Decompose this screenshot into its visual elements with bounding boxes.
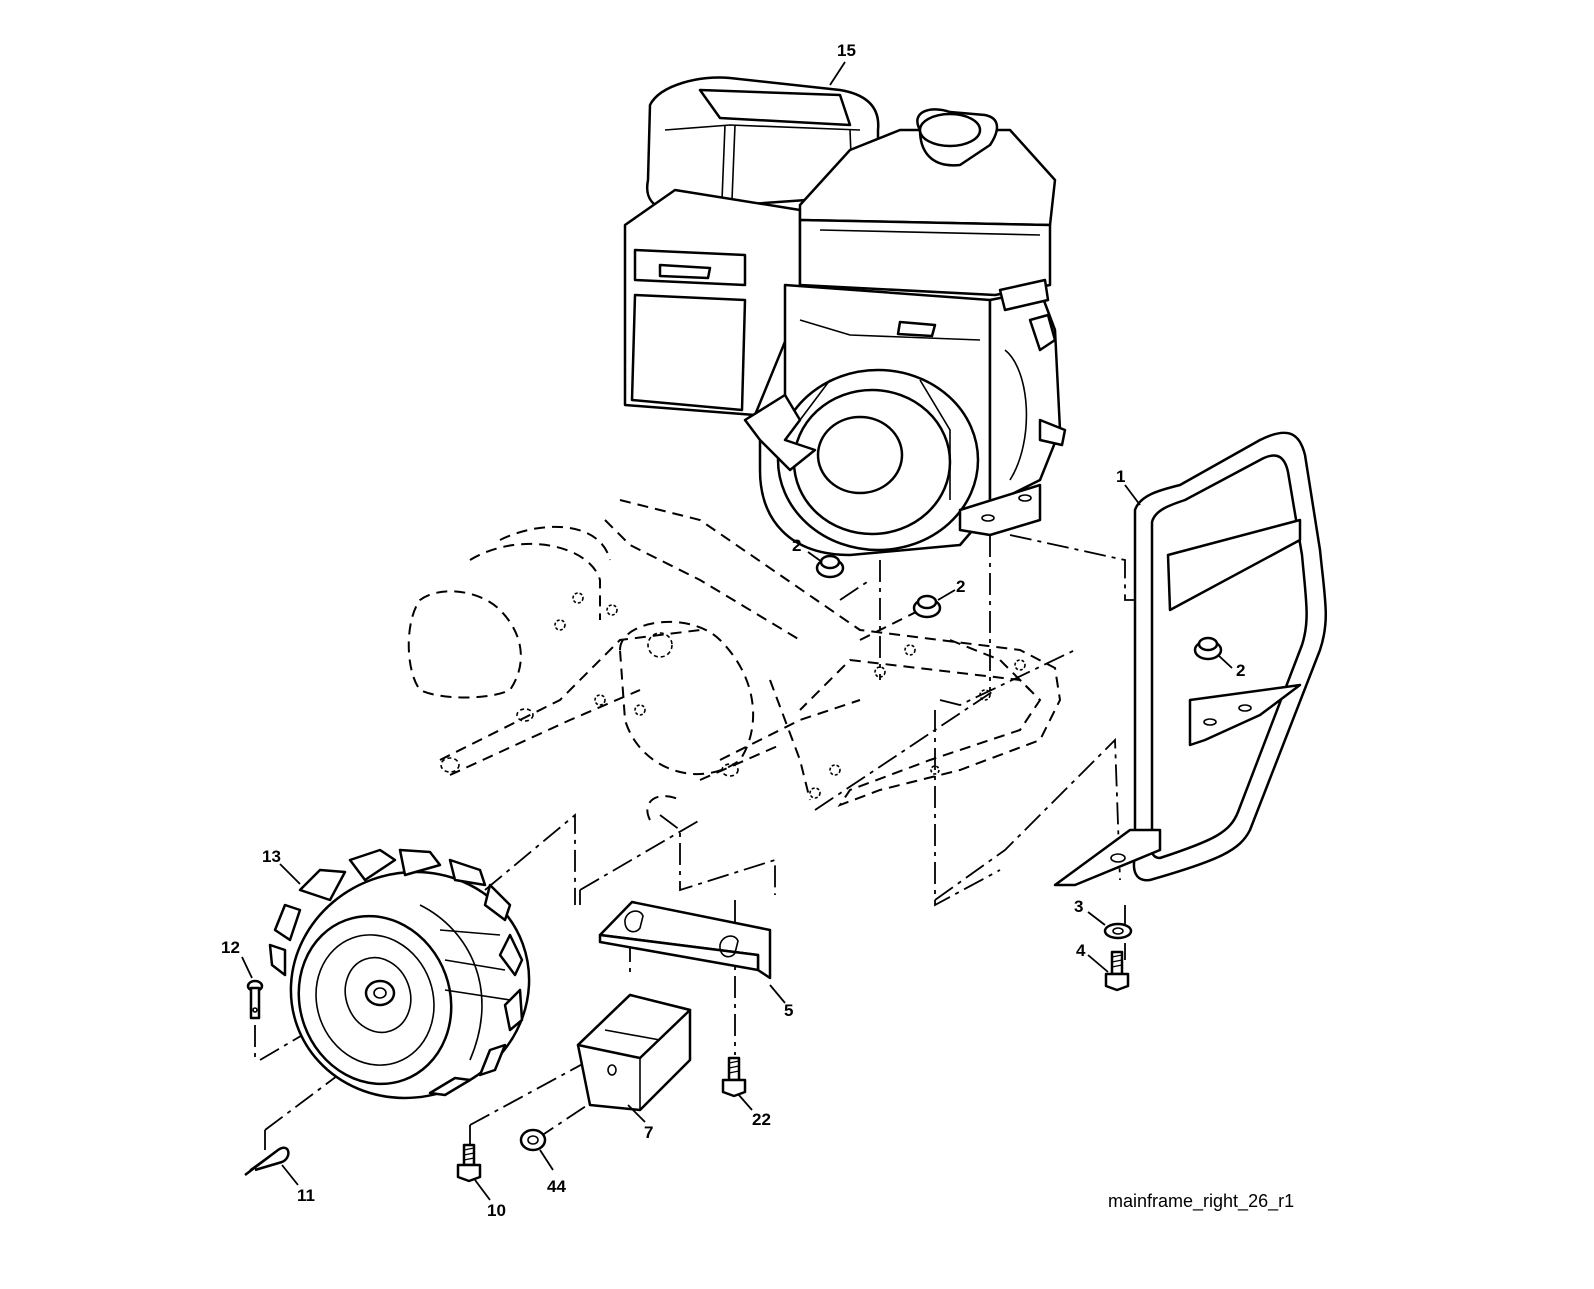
tire-tread: [268, 848, 524, 1097]
callout-15: 15: [837, 41, 856, 60]
callout-12: 12: [221, 938, 240, 957]
wheel[interactable]: [259, 839, 561, 1132]
hex-nut[interactable]: [519, 1128, 547, 1152]
callout-2a: 2: [792, 536, 801, 555]
callout-labels: 15 1 2 2 2 3 4 5 7 10 11 12 13 22 44: [221, 41, 1245, 1220]
clevis-pin[interactable]: [246, 979, 264, 1020]
tiller-frame-phantom: [407, 499, 1062, 821]
flange-nut-b[interactable]: [912, 594, 942, 619]
callout-5: 5: [784, 1001, 793, 1020]
hairpin-cotter[interactable]: [244, 1146, 290, 1176]
diagram-caption: mainframe_right_26_r1: [1108, 1191, 1294, 1212]
flange-nut-a[interactable]: [815, 554, 845, 579]
callout-4: 4: [1076, 941, 1086, 960]
flange-nut-c[interactable]: [1193, 636, 1223, 661]
callout-11: 11: [297, 1186, 315, 1205]
callout-44: 44: [547, 1177, 566, 1196]
mounting-bracket[interactable]: [598, 900, 772, 980]
callout-13: 13: [262, 847, 281, 866]
callout-10: 10: [487, 1201, 506, 1220]
washer[interactable]: [1103, 922, 1133, 940]
callout-22: 22: [752, 1110, 771, 1129]
weight-block[interactable]: [576, 993, 692, 1112]
bolt-10[interactable]: [456, 1143, 482, 1183]
callout-2c: 2: [1236, 661, 1245, 680]
callout-2b: 2: [956, 577, 965, 596]
callout-7: 7: [644, 1123, 653, 1142]
engine[interactable]: [623, 76, 1067, 557]
bolt-4[interactable]: [1104, 950, 1130, 992]
leader-lines: [241, 61, 1233, 1201]
callout-3: 3: [1074, 897, 1083, 916]
bolt-22[interactable]: [721, 1056, 747, 1098]
callout-1: 1: [1116, 467, 1125, 486]
front-bumper[interactable]: [1053, 431, 1327, 887]
